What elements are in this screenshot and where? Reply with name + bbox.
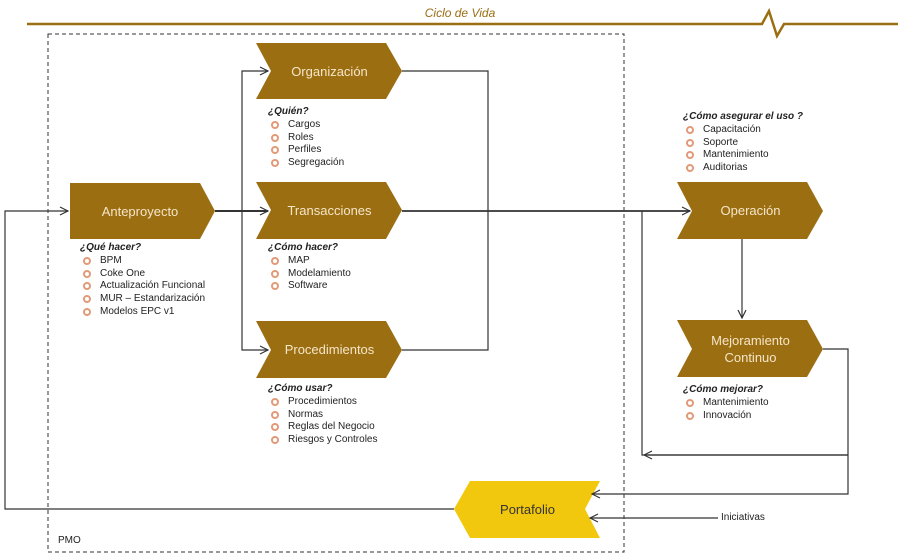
bullet-icon [83,269,91,278]
bullet-icon [686,411,694,420]
connector-branch-procedimientos [241,211,268,350]
list-item: Software [268,280,351,293]
list-item: Auditorias [683,162,803,175]
mejoramiento-line2: Continuo [724,349,777,365]
list-item: Mantenimiento [683,397,769,410]
bullet-icon [271,269,279,278]
question-organizacion: ¿Quién? [268,106,309,117]
bullet-icon [271,133,279,142]
block-procedimientos: ¿Cómo usar? Procedimientos Normas Reglas… [268,383,377,447]
question-transacciones: ¿Cómo hacer? [268,242,339,253]
list-item: Procedimientos [268,396,377,409]
procedimientos-shape[interactable] [256,321,402,378]
bullet-icon [83,282,91,291]
list-item: Coke One [80,268,205,281]
lifecycle-title: Ciclo de Vida [424,6,496,20]
question-anteproyecto: ¿Qué hacer? [80,242,142,253]
node-portafolio[interactable]: Portafolio [500,502,555,517]
connector-portafolio-anteproyecto [4,211,454,510]
bullet-icon [271,282,279,291]
organizacion-shape[interactable] [256,43,402,99]
bullet-icon [271,120,279,129]
list-item: Roles [268,132,344,145]
list-item: Modelamiento [268,268,351,281]
node-transacciones[interactable]: Transacciones [287,203,372,218]
pmo-container [47,33,625,553]
portafolio-shape[interactable] [454,481,600,538]
block-mejoramiento: ¿Cómo mejorar? Mantenimiento Innovación [683,384,769,422]
bullet-icon [271,436,279,445]
list-item: MAP [268,255,351,268]
list-item: Capacitación [683,124,803,137]
bullet-icon [271,256,279,265]
question-procedimientos: ¿Cómo usar? [268,383,333,394]
iniciativas-label: Iniciativas [721,512,765,523]
bullet-icon [271,410,279,419]
connector-branch-organizacion [241,71,268,211]
node-anteproyecto[interactable]: Anteproyecto [101,203,179,219]
list-item: Innovación [683,410,769,423]
list-item: Reglas del Negocio [268,421,377,434]
bullet-icon [271,146,279,155]
bullet-icon [686,164,694,173]
bullet-icon [271,397,279,406]
mejoramiento-line1: Mejoramiento [711,332,790,348]
pmo-label: PMO [58,535,81,546]
list-item: MUR – Estandarización [80,293,205,306]
bullet-icon [83,295,91,304]
question-mejoramiento: ¿Cómo mejorar? [683,384,764,395]
block-anteproyecto: ¿Qué hacer? BPM Coke One Actualización F… [80,242,205,319]
bullet-icon [686,398,694,407]
list-item: Modelos EPC v1 [80,306,205,319]
list-item: Perfiles [268,144,344,157]
bullet-icon [686,138,694,147]
list-item: Soporte [683,137,803,150]
node-organizacion[interactable]: Organización [291,63,368,79]
bullet-icon [271,159,279,168]
list-item: Actualización Funcional [80,280,205,293]
list-item: Mantenimiento [683,149,803,162]
node-operacion[interactable]: Operación [720,203,781,218]
list-item: Segregación [268,157,344,170]
anteproyecto-shape[interactable] [70,183,215,239]
bullet-icon [83,307,91,316]
transacciones-shape[interactable] [256,182,402,239]
block-transacciones: ¿Cómo hacer? MAP Modelamiento Software [268,242,351,293]
bullet-icon [686,125,694,134]
operacion-shape[interactable] [677,182,823,239]
connector-mejoramiento-portafolio [592,348,849,494]
list-item: Riesgos y Controles [268,434,377,447]
bullet-icon [686,151,694,160]
list-item: BPM [80,255,205,268]
list-item: Normas [268,409,377,422]
bullet-icon [83,256,91,265]
node-mejoramiento[interactable]: Mejoramiento Continuo [683,320,818,377]
node-procedimientos[interactable]: Procedimientos [284,342,375,357]
timeline-line [27,7,898,40]
block-operacion: ¿Cómo asegurar el uso ? Capacitación Sop… [683,111,803,175]
list-item: Cargos [268,119,344,132]
question-operacion: ¿Cómo asegurar el uso ? [683,111,804,122]
bullet-icon [271,423,279,432]
block-organizacion: ¿Quién? Cargos Roles Perfiles Segregació… [268,106,344,170]
mejoramiento-shape[interactable] [677,320,823,377]
